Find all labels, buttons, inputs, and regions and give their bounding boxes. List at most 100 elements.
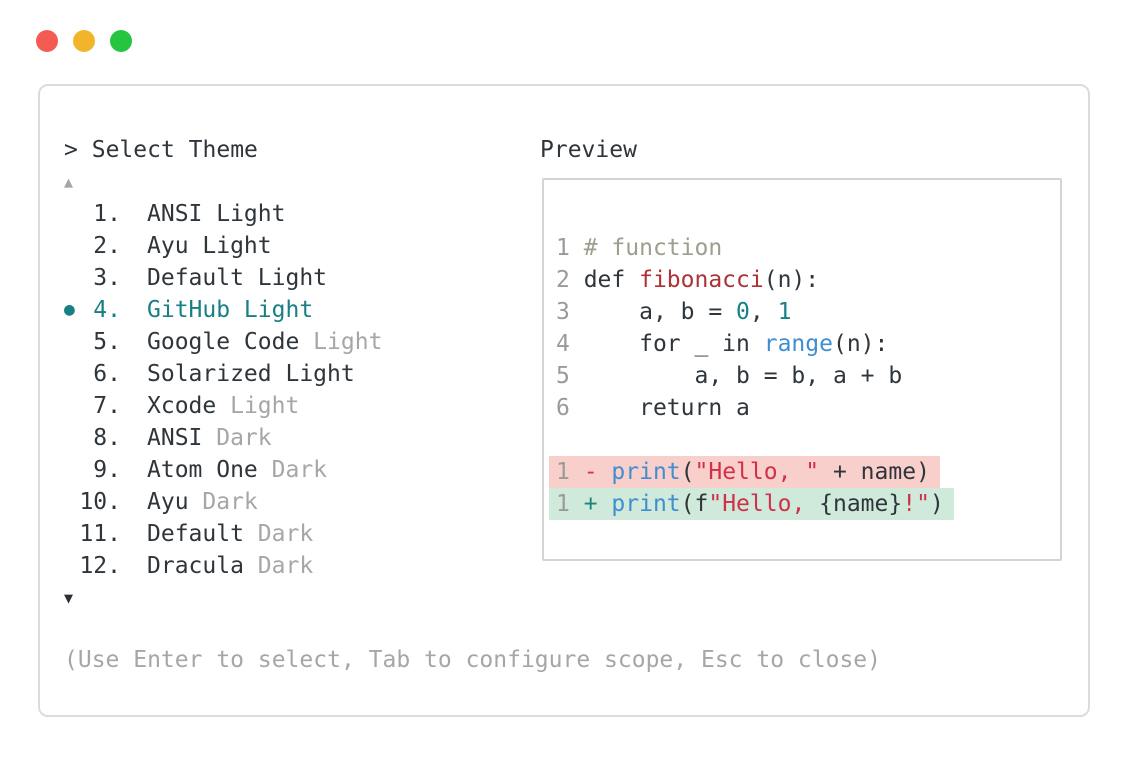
preview-blank-line [556, 424, 1060, 456]
line-number: 1 [556, 235, 584, 261]
code-token: - [583, 459, 612, 485]
diff-highlight-removed: 1 - print("Hello, " + name) [549, 456, 940, 488]
line-number: 3 [556, 299, 584, 325]
prompt-icon: > [64, 137, 78, 163]
preview-diff-line-added: 1 + print(f"Hello, {name}!") [549, 488, 1060, 520]
code-token: print [611, 491, 681, 517]
select-theme-header: > Select Theme [64, 134, 258, 166]
theme-number: 10. [79, 489, 121, 515]
theme-list: 1. ANSI Light 2. Ayu Light 3. Default Light ● 4… [64, 198, 382, 582]
selected-bullet-icon [64, 230, 78, 262]
minimize-button[interactable] [73, 30, 95, 52]
code-token: a, b = [583, 299, 737, 325]
theme-list-item[interactable]: 5.Google Code Light [64, 326, 382, 358]
theme-name-variant: Light [216, 393, 300, 419]
selected-bullet-icon [64, 518, 78, 550]
theme-name-variant: Light [299, 329, 383, 355]
selected-bullet-icon [64, 198, 78, 230]
code-token: (f [680, 491, 709, 517]
scroll-up-icon[interactable]: ▲ [64, 173, 74, 191]
selected-bullet-icon [64, 262, 78, 294]
theme-name-variant: Dark [243, 553, 314, 579]
selected-bullet-icon [64, 326, 78, 358]
line-number: 2 [556, 267, 584, 293]
selected-bullet-icon [64, 454, 78, 486]
code-token: ) [929, 491, 944, 517]
selected-bullet-icon: ● [64, 299, 75, 320]
code-token: (n): [763, 267, 820, 293]
preview-code-line: 3 a, b = 0, 1 [556, 296, 1060, 328]
theme-name: Atom One [147, 457, 258, 483]
theme-list-item[interactable]: 11.Default Dark [64, 518, 382, 550]
preview-code-line: 4 for _ in range(n): [556, 328, 1060, 360]
theme-number: 9. [93, 457, 121, 483]
theme-number: 4. [93, 297, 121, 323]
preview-code-line: 2 def fibonacci(n): [556, 264, 1060, 296]
code-token: + [583, 491, 612, 517]
theme-number: 7. [93, 393, 121, 419]
code-token: "Hello, [708, 491, 820, 517]
theme-name: ANSI [147, 425, 203, 451]
maximize-button[interactable] [110, 30, 132, 52]
code-token: fibonacci [639, 267, 764, 293]
theme-number: 12. [79, 553, 121, 579]
theme-list-item[interactable]: 2. Ayu Light [64, 230, 382, 262]
code-token: (n): [832, 331, 889, 357]
theme-name: Dracula [147, 553, 244, 579]
scroll-down-icon[interactable]: ▼ [64, 589, 74, 607]
line-number: 5 [556, 363, 584, 389]
theme-name-variant: Dark [257, 457, 328, 483]
preview-code-line: 5 a, b = b, a + b [556, 360, 1060, 392]
code-token: # function [583, 235, 723, 261]
code-token: {name} [819, 491, 903, 517]
code-token: "Hello, " [694, 459, 820, 485]
selected-bullet-icon [64, 486, 78, 518]
theme-number: 1. [93, 201, 121, 227]
theme-list-item[interactable]: ●4.GitHub Light [64, 294, 382, 326]
theme-number: 2. [93, 233, 121, 259]
selected-bullet-icon [64, 390, 78, 422]
selected-bullet-icon [64, 358, 78, 390]
theme-number: 6. [93, 361, 121, 387]
selected-bullet-icon [64, 422, 78, 454]
theme-list-item[interactable]: 10. Ayu Dark [64, 486, 382, 518]
theme-name: Default Light [147, 265, 328, 291]
page-title: Select Theme [91, 137, 258, 163]
theme-name: ANSI Light [147, 201, 286, 227]
code-token: a, b = b, a + b [583, 363, 903, 389]
line-number: 6 [556, 395, 584, 421]
theme-list-item[interactable]: 6. Solarized Light [64, 358, 382, 390]
code-token: def [583, 267, 640, 293]
code-token: + name) [819, 459, 930, 485]
close-button[interactable] [36, 30, 58, 52]
theme-name-variant: Dark [202, 425, 272, 451]
theme-name: Google Code [147, 329, 300, 355]
preview-code-line: 1 # function [556, 232, 1060, 264]
code-token: !" [902, 491, 930, 517]
theme-list-item[interactable]: 7.Xcode Light [64, 390, 382, 422]
theme-name: Default [147, 521, 244, 547]
theme-number: 3. [93, 265, 121, 291]
theme-list-item[interactable]: 1. ANSI Light [64, 198, 382, 230]
theme-list-item[interactable]: 12. Dracula Dark [64, 550, 382, 582]
theme-list-item[interactable]: 8. ANSI Dark [64, 422, 382, 454]
theme-name: Ayu [147, 489, 189, 515]
theme-list-item[interactable]: 9. Atom One Dark [64, 454, 382, 486]
preview-diff-line-removed: 1 - print("Hello, " + name) [549, 456, 1060, 488]
theme-name-variant: Dark [188, 489, 258, 515]
preview-label: Preview [540, 137, 637, 163]
code-token: range [763, 331, 833, 357]
selected-bullet-icon [64, 550, 78, 582]
line-number: 1 [556, 459, 584, 485]
theme-number: 8. [93, 425, 121, 451]
line-number: 1 [556, 491, 584, 517]
theme-name: Ayu Light [147, 233, 272, 259]
code-token: for _ in [583, 331, 764, 357]
theme-name: Solarized Light [147, 361, 355, 387]
theme-list-item[interactable]: 3. Default Light [64, 262, 382, 294]
traffic-lights [36, 30, 132, 52]
code-token: print [611, 459, 681, 485]
code-token: return a [583, 395, 750, 421]
